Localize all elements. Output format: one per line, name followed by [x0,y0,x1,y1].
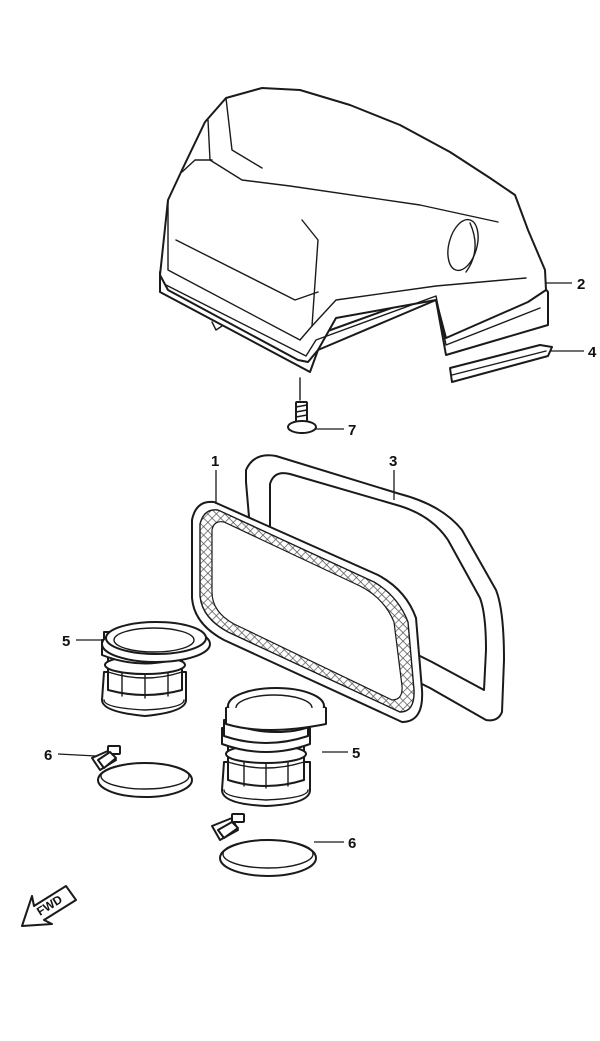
callout-2: 2 [577,276,585,293]
hose-clamp-right [211,813,317,877]
bolt [287,377,317,434]
callout-3: 3 [389,453,397,470]
fwd-arrow: FWD [21,885,77,927]
intake-tube-right [221,687,327,807]
filter-element [191,500,424,723]
callout-5-right: 5 [352,745,360,762]
callout-6-right: 6 [348,835,356,852]
seal-strip [449,344,553,383]
callout-labels: 2 4 7 1 3 5 6 5 6 [44,276,597,852]
intake-tube-left [101,621,211,717]
leader-lines [57,282,584,843]
callout-7: 7 [348,422,356,439]
silencer-cover [159,87,549,373]
hose-clamp-left [91,745,193,798]
callout-5-left: 5 [62,633,70,650]
callout-6-left: 6 [44,747,52,764]
callout-1: 1 [211,453,219,470]
callout-4: 4 [588,344,597,361]
